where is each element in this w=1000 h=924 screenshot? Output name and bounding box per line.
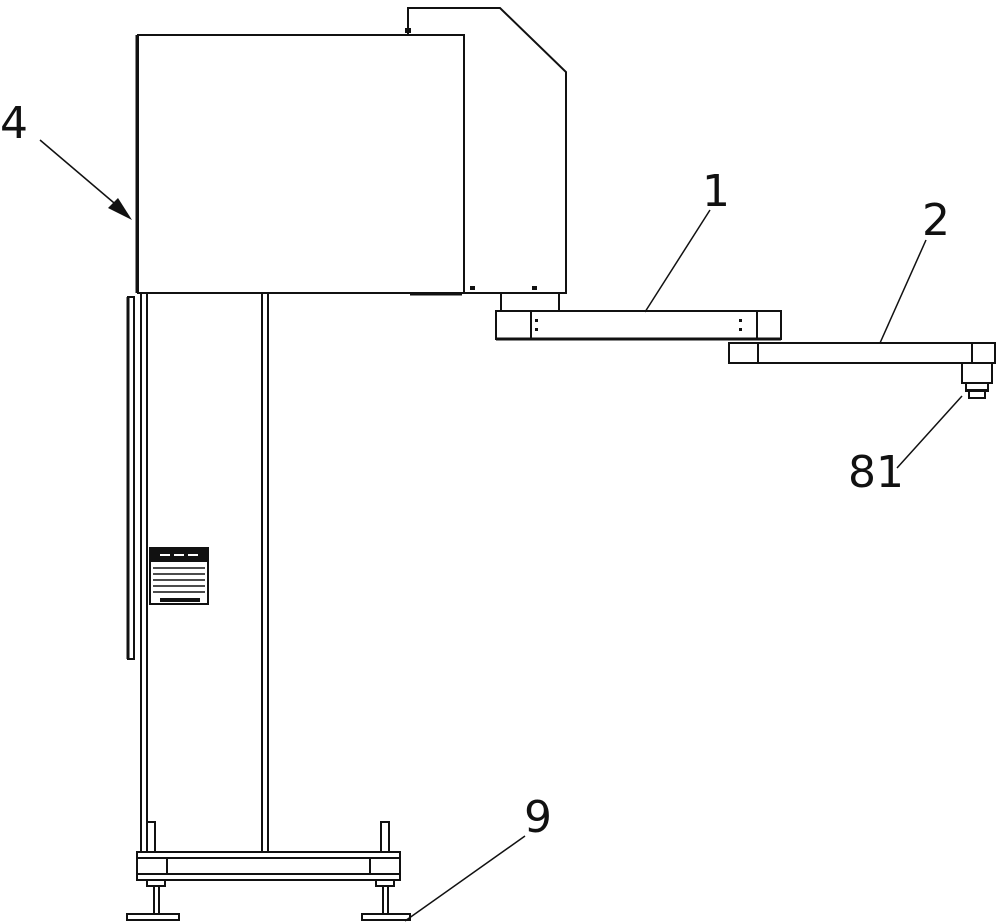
- tool-head: [962, 363, 992, 398]
- second-arm: [729, 343, 995, 363]
- shoulder-joint: [501, 293, 559, 311]
- label-foot: 9: [524, 792, 552, 843]
- first-arm: [496, 311, 781, 339]
- nameplate: [150, 548, 208, 604]
- label-tool-head: 81: [848, 447, 904, 498]
- label-frame: 4: [0, 98, 28, 149]
- label-second-arm: 2: [922, 195, 950, 246]
- upper-housing: [137, 8, 566, 294]
- label-first-arm: 1: [702, 166, 730, 217]
- leader-lines: [40, 140, 962, 921]
- leveling-foot: [362, 914, 410, 920]
